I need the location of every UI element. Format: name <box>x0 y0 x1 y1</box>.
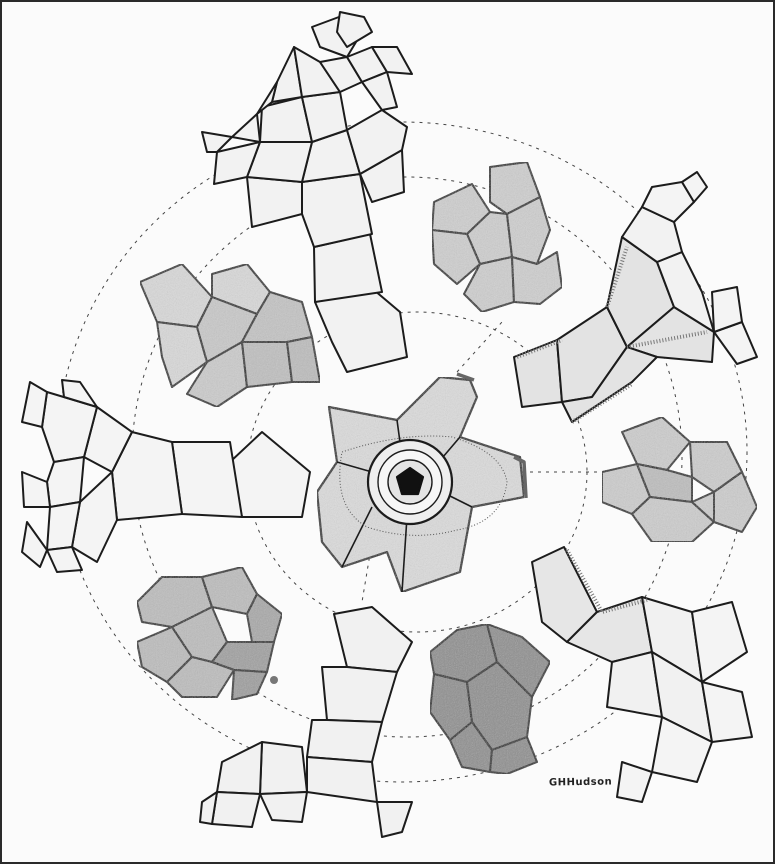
bottom-arm-plate <box>217 742 262 794</box>
lower-right-arm <box>532 547 752 802</box>
bottom-arm-plate <box>260 792 307 822</box>
lower-right-arm-plate <box>617 762 652 802</box>
left-arm-plate <box>22 382 47 427</box>
left-arm <box>22 380 310 572</box>
bottom-arm-plate <box>377 802 412 837</box>
guide-spoke <box>457 322 502 372</box>
upper-left-cluster <box>140 264 320 407</box>
cluster-plate <box>242 342 292 387</box>
left-arm-plate <box>22 472 50 507</box>
center-rosette <box>317 374 526 592</box>
top-arm-plate <box>302 174 372 247</box>
lower-right-arm-plate <box>692 602 747 682</box>
ink-spot <box>270 676 278 684</box>
top-arm-plate <box>315 290 407 372</box>
right-cluster <box>602 417 757 542</box>
cluster-plate <box>287 337 320 382</box>
left-arm-plate <box>22 522 47 567</box>
artist-signature: GHHudson <box>549 776 612 788</box>
cluster-plate <box>622 417 690 470</box>
lower-center-cluster <box>430 624 550 774</box>
left-arm-plate <box>172 442 242 517</box>
left-arm-plate <box>47 457 84 507</box>
bottom-arm-plate <box>260 742 307 794</box>
top-arm-plate <box>232 114 260 142</box>
lower-left-cluster <box>137 567 282 700</box>
bottom-arm-plate <box>322 667 397 722</box>
upper-center-cluster <box>432 162 562 312</box>
bottom-arm-plate <box>307 720 382 762</box>
top-arm-plate <box>247 177 302 227</box>
bottom-arm-plate <box>307 757 377 802</box>
left-arm-plate <box>230 432 310 517</box>
cluster-plate <box>232 670 267 700</box>
bottom-arm-plate <box>334 607 412 672</box>
lower-right-arm-plate <box>702 682 752 742</box>
bottom-arm-plate <box>212 792 260 827</box>
upper-right-arm-plate <box>514 340 562 407</box>
